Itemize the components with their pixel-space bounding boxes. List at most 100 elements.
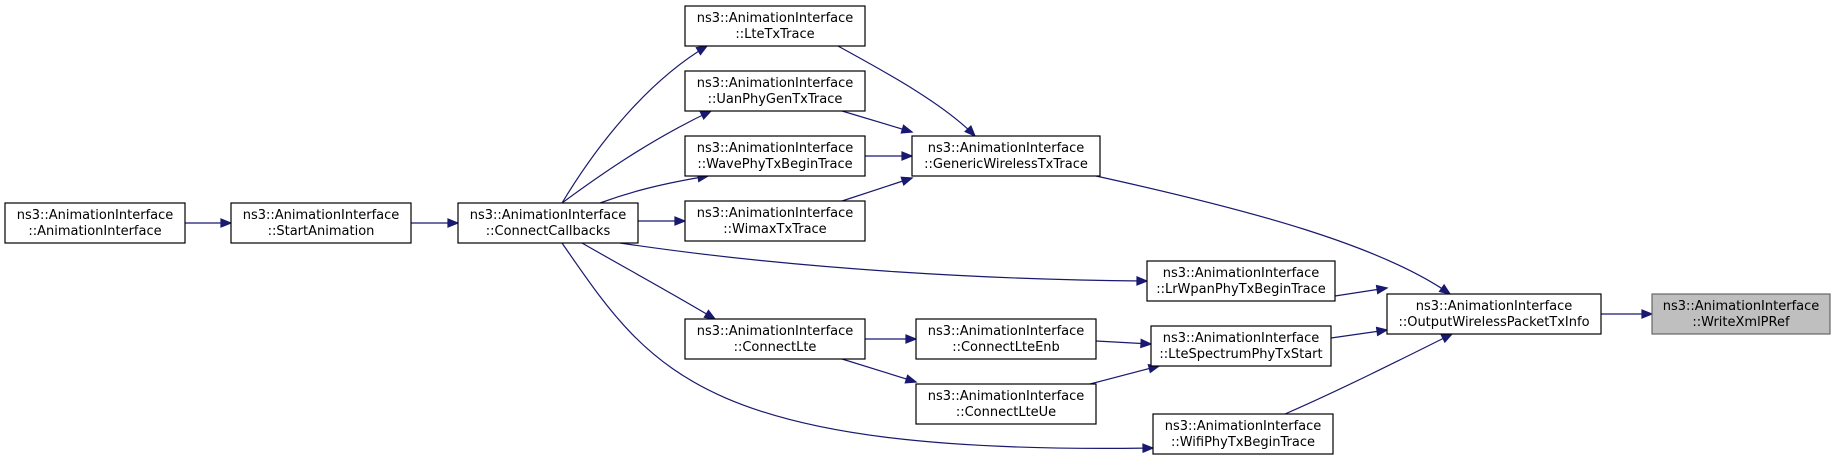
edge-connectlteenb-to-connectlte [865, 334, 918, 344]
edge-arrowhead [220, 218, 233, 228]
node-method-label: ::AnimationInterface [28, 224, 161, 239]
node-box [1150, 325, 1332, 367]
node-box [684, 70, 866, 112]
node-outputwirelesspackettxinfo[interactable]: ns3::AnimationInterface::OutputWirelessP… [1386, 293, 1602, 335]
node-namespace-label: ns3::AnimationInterface [928, 389, 1085, 404]
node-method-label: ::LrWpanPhyTxBeginTrace [1156, 282, 1326, 297]
edge-line [841, 110, 913, 133]
edge-arrowhead [674, 216, 687, 226]
node-box [684, 200, 866, 242]
edge-writexmlpref-to-outputwirelesspackettxinfo [1601, 309, 1654, 319]
node-namespace-label: ns3::AnimationInterface [1416, 299, 1573, 314]
node-wifiphytxbegintrace[interactable]: ns3::AnimationInterface::WifiPhyTxBeginT… [1152, 413, 1334, 455]
node-ltespectrumphytxstart[interactable]: ns3::AnimationInterface::LteSpectrumPhyT… [1150, 325, 1332, 367]
edge-arrowhead [703, 309, 717, 320]
edge-line [581, 242, 716, 320]
node-namespace-label: ns3::AnimationInterface [928, 141, 1085, 156]
edge-arrowhead [447, 218, 460, 228]
node-box [1152, 413, 1334, 455]
node-connectlteue[interactable]: ns3::AnimationInterface::ConnectLteUe [915, 383, 1097, 425]
node-method-label: ::ConnectLteUe [956, 405, 1056, 420]
node-method-label: ::ConnectCallbacks [486, 224, 611, 239]
edge-outputwirelesspackettxinfo-to-genericwirelesstxtrace [1095, 175, 1452, 295]
edge-line [561, 242, 1154, 450]
node-namespace-label: ns3::AnimationInterface [470, 208, 627, 223]
node-method-label: ::UanPhyGenTxTrace [708, 92, 843, 107]
edge-line [1095, 175, 1451, 295]
node-box [911, 135, 1101, 177]
edge-line [841, 177, 913, 202]
node-box [684, 135, 866, 177]
node-namespace-label: ns3::AnimationInterface [697, 324, 854, 339]
node-method-label: ::LteSpectrumPhyTxStart [1159, 347, 1322, 362]
node-method-label: ::LteTxTrace [735, 27, 814, 42]
edge-line [837, 45, 976, 137]
node-lrwpanphytxbegintrace[interactable]: ns3::AnimationInterface::LrWpanPhyTxBegi… [1146, 260, 1336, 302]
node-method-label: ::ConnectLte [734, 340, 817, 355]
edge-line [599, 175, 709, 204]
edge-line [619, 242, 1148, 282]
edge-arrowhead [1140, 338, 1153, 349]
node-namespace-label: ns3::AnimationInterface [1163, 331, 1320, 346]
node-method-label: ::GenericWirelessTxTrace [924, 157, 1088, 172]
edge-outputwirelesspackettxinfo-to-lrwpanphytxbegintrace [1334, 284, 1389, 297]
node-method-label: ::ConnectLteEnb [952, 340, 1060, 355]
node-method-label: ::WriteXmlPRef [1692, 315, 1790, 330]
edge-connectcallbacks-to-startanimation [411, 218, 460, 228]
node-wavephytxbegintrace[interactable]: ns3::AnimationInterface::WavePhyTxBeginT… [684, 135, 866, 177]
edge-wifiphytxbegintrace-to-connectcallbacks [561, 242, 1155, 454]
edge-uanphygentxtrace-to-connectcallbacks [561, 110, 713, 204]
node-box [1386, 293, 1602, 335]
edge-arrowhead [1641, 309, 1654, 319]
edge-genericwirelesstxtrace-to-uanphygentxtrace [841, 110, 914, 134]
node-connectlteenb[interactable]: ns3::AnimationInterface::ConnectLteEnb [915, 318, 1097, 360]
edge-genericwirelesstxtrace-to-ltetxtrace [837, 45, 977, 138]
edge-startanimation-to-animationinterface [185, 218, 233, 228]
node-namespace-label: ns3::AnimationInterface [1663, 299, 1820, 314]
edge-connectlteue-to-connectlte [841, 358, 918, 384]
node-box [915, 318, 1097, 360]
node-namespace-label: ns3::AnimationInterface [1165, 419, 1322, 434]
node-ltetxtrace[interactable]: ns3::AnimationInterface::LteTxTrace [684, 5, 866, 47]
node-uanphygentxtrace[interactable]: ns3::AnimationInterface::UanPhyGenTxTrac… [684, 70, 866, 112]
edge-genericwirelesstxtrace-to-wavephytxbegintrace [865, 151, 914, 161]
node-method-label: ::WavePhyTxBeginTrace [697, 157, 852, 172]
edge-arrowhead [1142, 443, 1155, 454]
nodes-layer: ns3::AnimationInterface::AnimationInterf… [4, 5, 1831, 455]
node-namespace-label: ns3::AnimationInterface [697, 141, 854, 156]
node-connectcallbacks[interactable]: ns3::AnimationInterface::ConnectCallback… [457, 202, 639, 244]
node-namespace-label: ns3::AnimationInterface [697, 76, 854, 91]
node-box [457, 202, 639, 244]
node-namespace-label: ns3::AnimationInterface [1163, 266, 1320, 281]
node-writexmlpref[interactable]: ns3::AnimationInterface::WriteXmlPRef [1651, 293, 1831, 335]
node-method-label: ::OutputWirelessPacketTxInfo [1398, 315, 1589, 330]
edge-ltespectrumphytxstart-to-connectlteenb [1095, 338, 1153, 349]
node-namespace-label: ns3::AnimationInterface [17, 208, 174, 223]
edge-line [841, 358, 917, 383]
edge-genericwirelesstxtrace-to-wimaxtxtrace [841, 176, 914, 202]
node-genericwirelesstxtrace[interactable]: ns3::AnimationInterface::GenericWireless… [911, 135, 1101, 177]
edge-arrowhead [964, 124, 977, 138]
edge-line [1284, 333, 1453, 415]
node-connectlte[interactable]: ns3::AnimationInterface::ConnectLte [684, 318, 866, 360]
node-wimaxtxtrace[interactable]: ns3::AnimationInterface::WimaxTxTrace [684, 200, 866, 242]
node-animationinterface[interactable]: ns3::AnimationInterface::AnimationInterf… [4, 202, 186, 244]
node-namespace-label: ns3::AnimationInterface [243, 208, 400, 223]
edge-lrwpanphytxbegintrace-to-connectcallbacks [619, 242, 1149, 286]
node-namespace-label: ns3::AnimationInterface [928, 324, 1085, 339]
edge-arrowhead [901, 151, 914, 161]
edge-arrowhead [695, 45, 709, 56]
node-namespace-label: ns3::AnimationInterface [697, 11, 854, 26]
node-startanimation[interactable]: ns3::AnimationInterface::StartAnimation [230, 202, 412, 244]
edge-wavephytxbegintrace-to-connectcallbacks [599, 172, 710, 204]
edge-arrowhead [1136, 276, 1149, 286]
edge-line [561, 45, 708, 204]
edge-ltespectrumphytxstart-to-connectlteue [1089, 363, 1161, 385]
edge-arrowhead [1375, 284, 1389, 295]
node-box [230, 202, 412, 244]
node-box [1651, 293, 1831, 335]
edge-outputwirelesspackettxinfo-to-ltespectrumphytxstart [1330, 326, 1389, 339]
edge-connectlte-to-connectcallbacks [581, 242, 717, 320]
node-box [684, 318, 866, 360]
